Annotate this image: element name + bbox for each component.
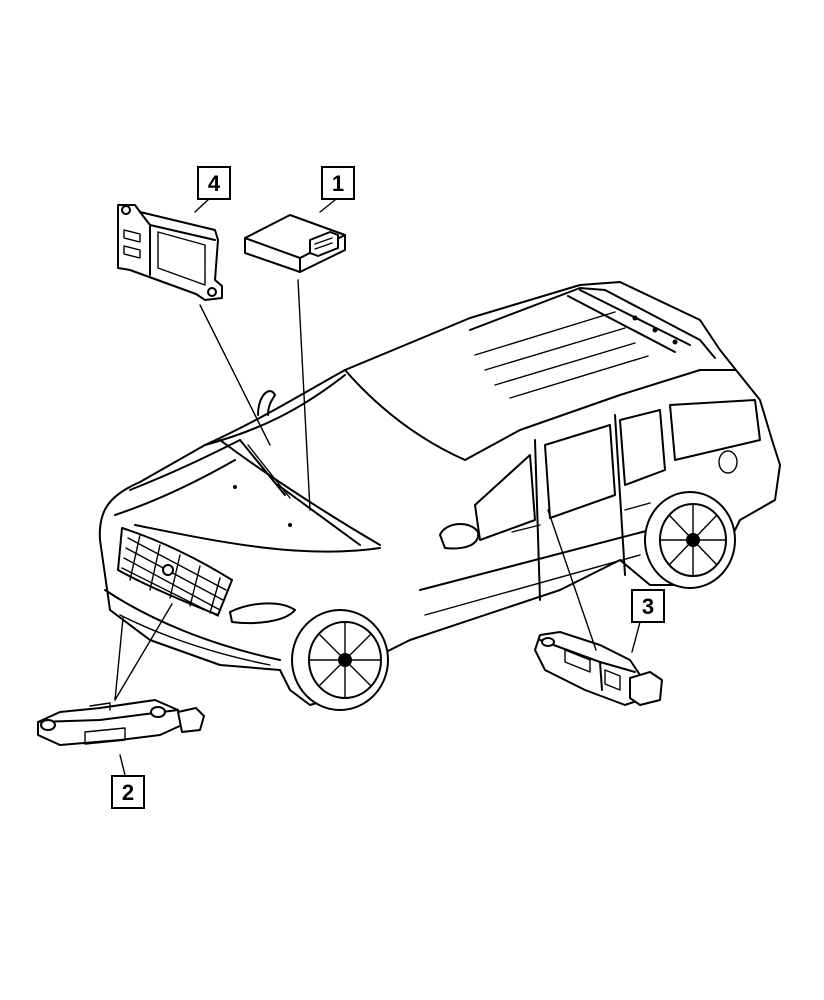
callout-4: 4	[197, 166, 231, 200]
part-2-impact-sensor	[37, 699, 205, 746]
callout-2: 2	[111, 775, 145, 809]
callout-1-label: 1	[332, 171, 344, 196]
callout-3-label: 3	[642, 594, 654, 619]
callout-4-label: 4	[208, 171, 221, 196]
part-4-sensor-module	[117, 204, 223, 301]
part-3-side-impact-sensor	[534, 631, 663, 706]
leader-lines	[114, 197, 641, 776]
callout-1: 1	[321, 166, 355, 200]
callout-3: 3	[631, 589, 665, 623]
callout-2-label: 2	[122, 780, 134, 805]
part-1-control-module	[244, 214, 346, 273]
vehicle	[98, 281, 781, 711]
